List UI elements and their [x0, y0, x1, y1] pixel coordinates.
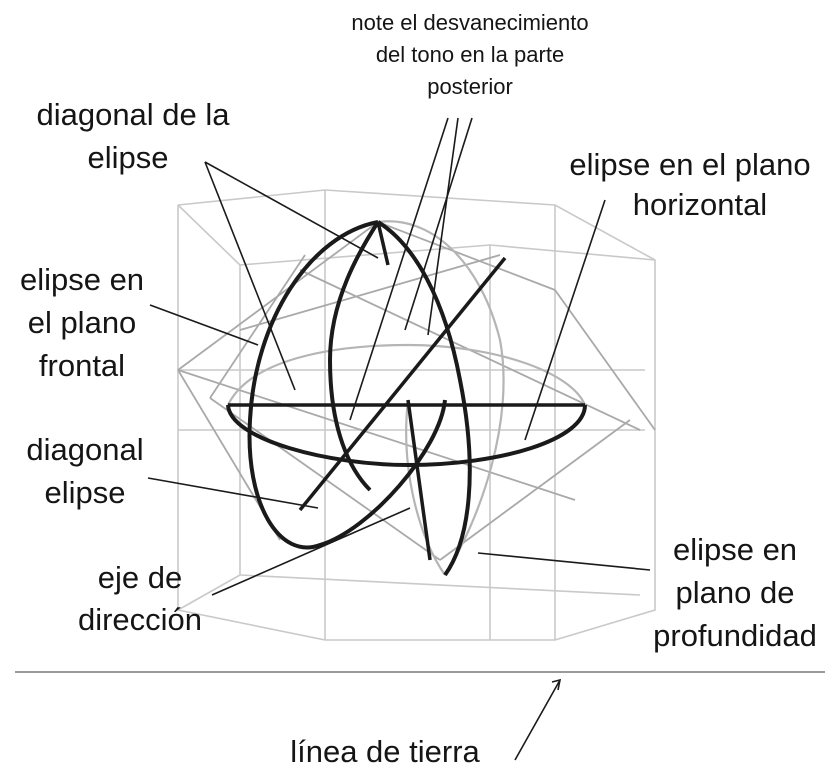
diagonal-de-la-elipse-line2: elipse	[88, 140, 169, 175]
note-label-line3: posterior	[427, 74, 513, 99]
diagonal-ellipse-label-line1: diagonal	[26, 432, 143, 467]
faint-back-ellipses	[227, 220, 587, 576]
diagonal-de-la-elipse-line1: diagonal de la	[36, 97, 230, 132]
direction-axis-label-line1: eje de	[98, 560, 182, 595]
frontal-ellipse-label-line1: elipse en	[20, 262, 144, 297]
leader-lines	[147, 117, 651, 761]
horizontal-ellipse-label-line1: elipse en el plano	[569, 147, 810, 182]
annotation-labels: note el desvanecimiento del tono en la p…	[20, 10, 817, 769]
horizontal-ellipse-front	[226, 404, 587, 468]
depth-ellipse-label-line2: plano de	[676, 575, 795, 610]
horizontal-ellipse-label-line2: horizontal	[633, 187, 767, 222]
note-label-line1: note el desvanecimiento	[351, 10, 588, 35]
diagonal-ellipse-label-line2: elipse	[45, 475, 126, 510]
note-label-line2: del tono en la parte	[376, 42, 564, 67]
frontal-ellipse-label-line2: el plano	[28, 305, 137, 340]
direction-axes	[228, 221, 585, 561]
depth-ellipse	[376, 220, 472, 577]
frontal-ellipse-label-line3: frontal	[39, 348, 125, 383]
frontal-ellipse	[247, 220, 447, 550]
ground-line-label: línea de tierra	[290, 734, 480, 769]
direction-axis-label-line2: dirección	[78, 602, 202, 637]
depth-ellipse-label-line1: elipse en	[673, 532, 797, 567]
diagonal-ellipse	[327, 220, 380, 492]
front-ellipses	[226, 220, 587, 577]
depth-ellipse-label-line3: profundidad	[653, 618, 817, 653]
